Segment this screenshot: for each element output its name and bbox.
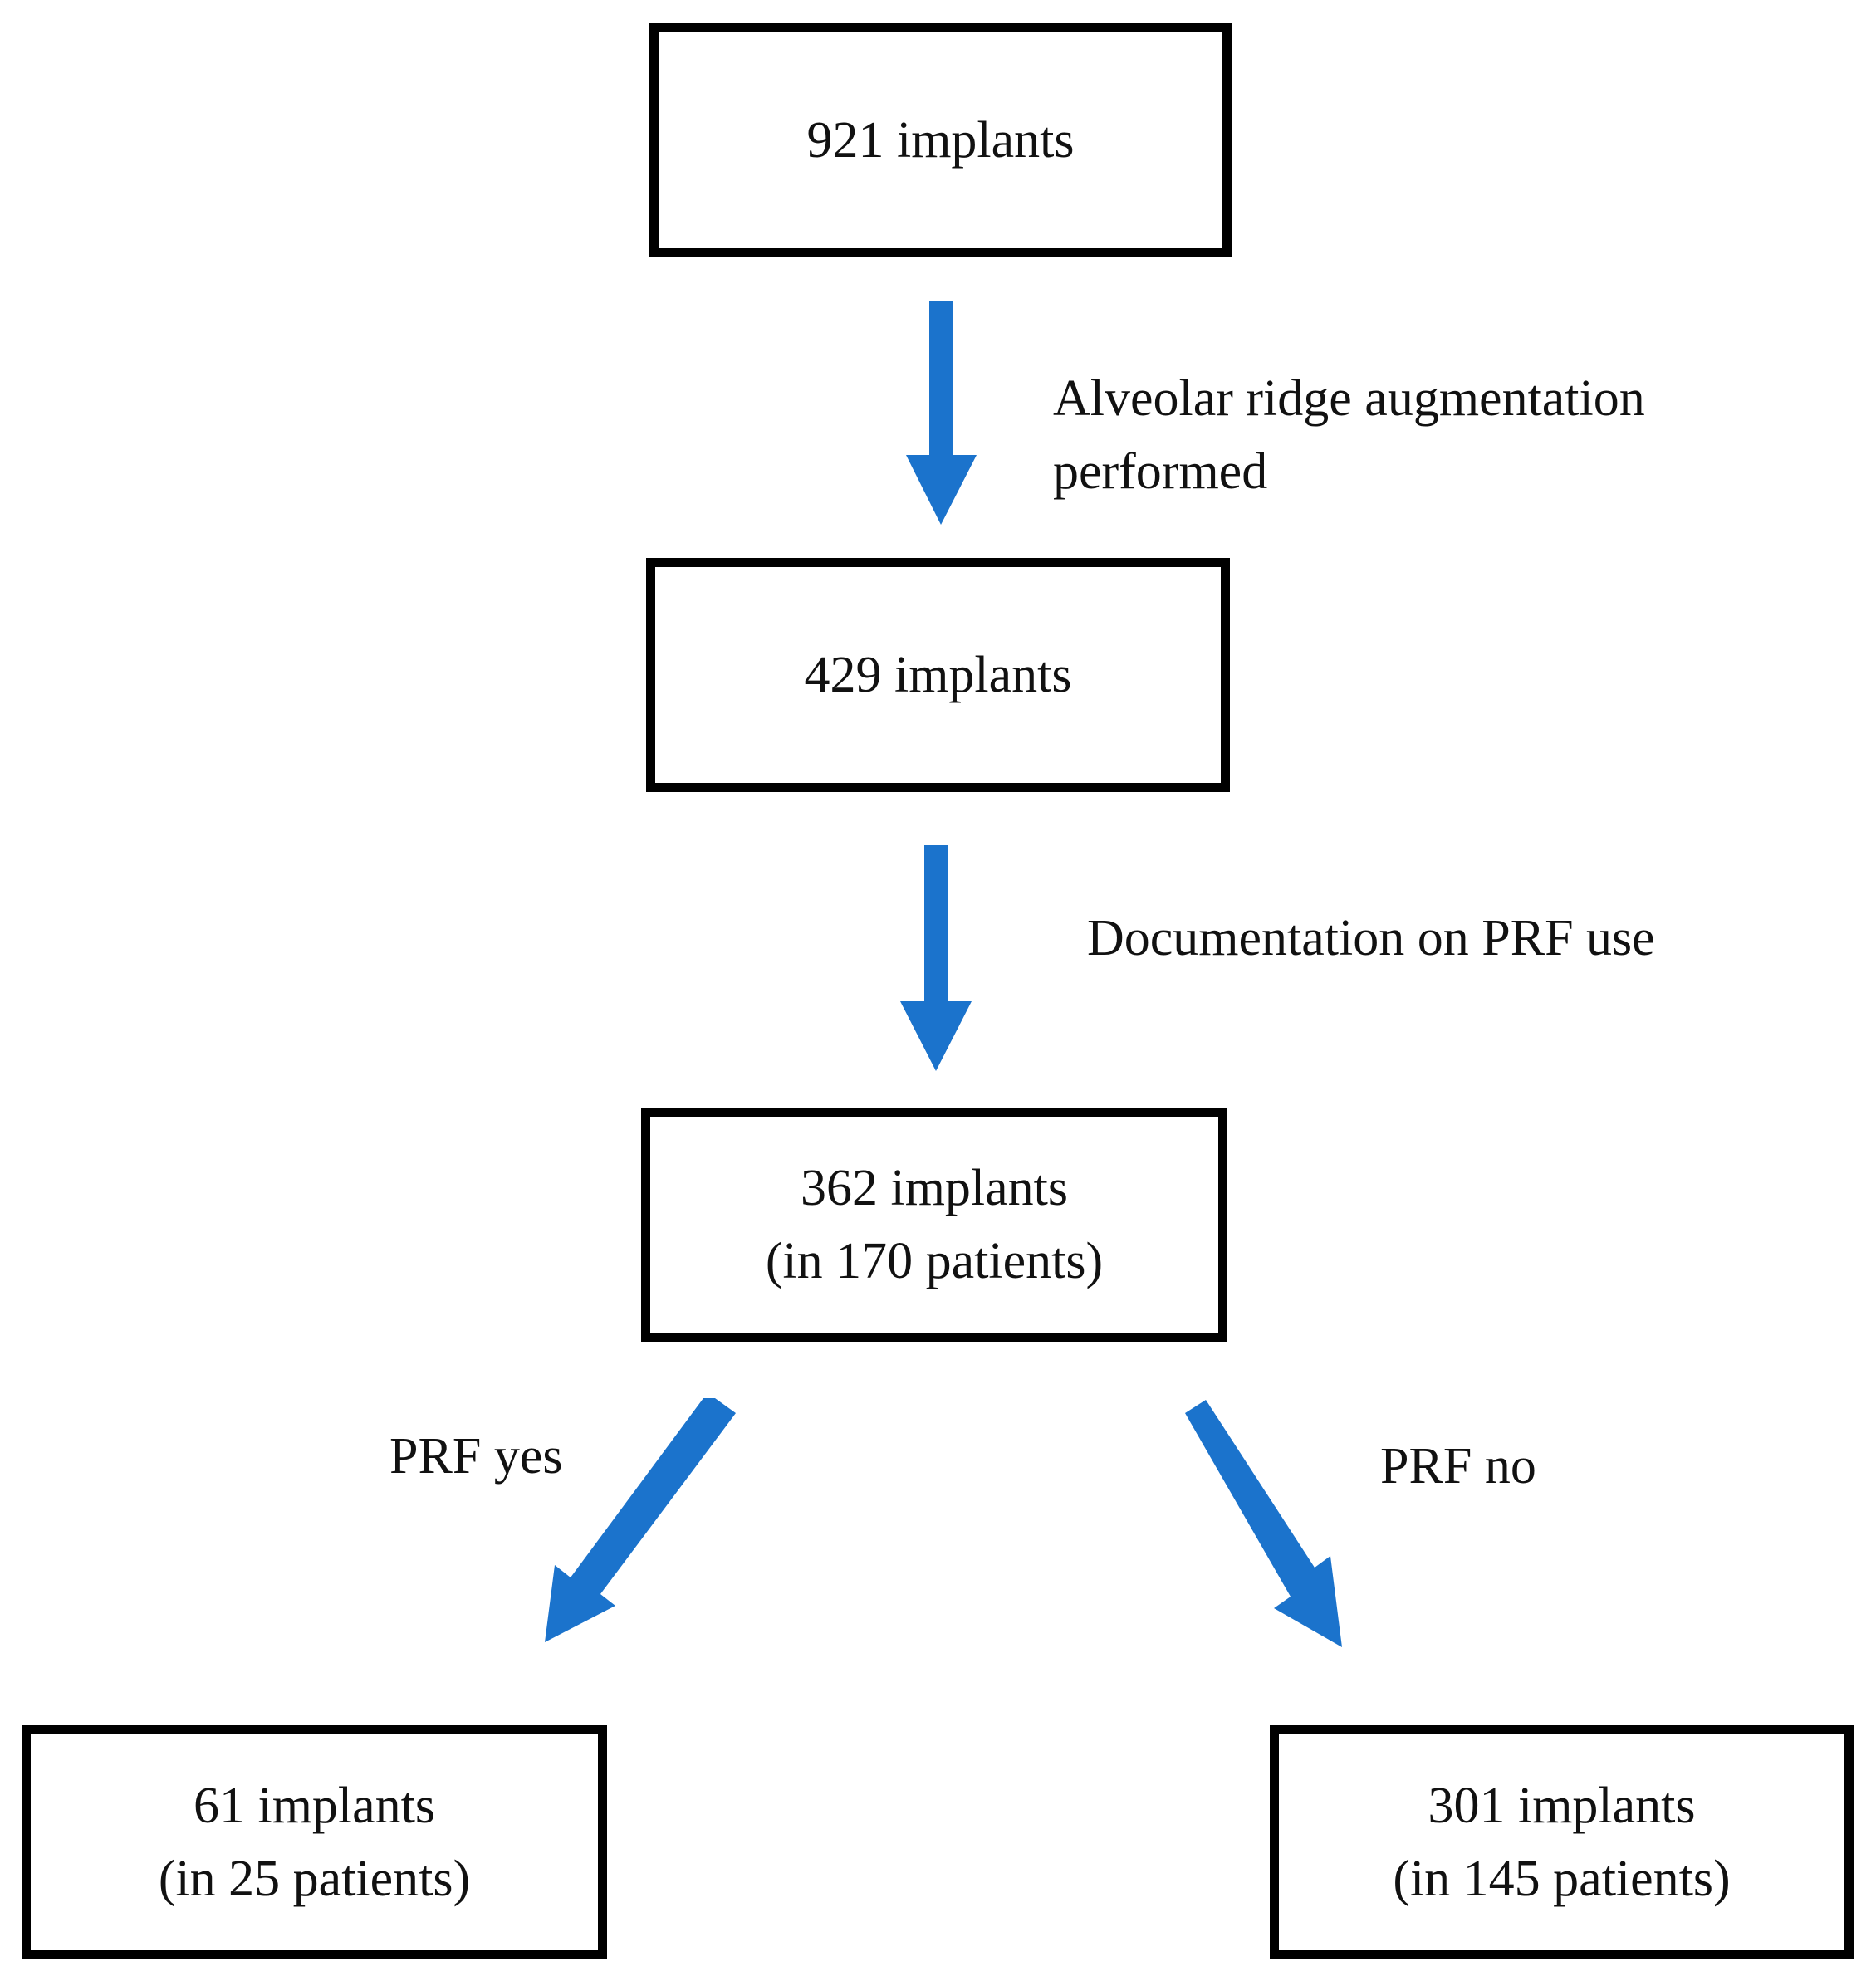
- label-step1-line1: Alveolar ridge augmentation: [1053, 370, 1645, 427]
- box-augmented-implants: 429 implants: [646, 558, 1230, 792]
- label-documentation-prf: Documentation on PRF use: [1087, 910, 1655, 966]
- box-prf-yes-implants: 61 implants (in 25 patients): [22, 1725, 607, 1959]
- label-prf-yes: PRF yes: [389, 1428, 563, 1485]
- arrow-down-2: [900, 845, 972, 1071]
- box-augmented-implants-text: 429 implants: [804, 647, 1072, 703]
- arrow-prf-no: [1185, 1400, 1342, 1647]
- box-documented-line2: (in 170 patients): [765, 1233, 1104, 1289]
- box-total-implants-text: 921 implants: [806, 112, 1075, 169]
- arrow-prf-yes: [545, 1398, 736, 1642]
- box-prf-yes-line2: (in 25 patients): [158, 1851, 471, 1907]
- box-prf-no-implants: 301 implants (in 145 patients): [1270, 1725, 1854, 1959]
- box-total-implants: 921 implants: [649, 23, 1232, 257]
- box-documented-implants: 362 implants (in 170 patients): [641, 1108, 1227, 1342]
- box-prf-no-line2: (in 145 patients): [1393, 1851, 1731, 1907]
- label-alveolar-ridge-augmentation: Alveolar ridge augmentation performed: [1053, 362, 1645, 508]
- label-step1-line2: performed: [1053, 443, 1268, 500]
- box-prf-no-line1: 301 implants: [1428, 1778, 1696, 1834]
- arrow-down-1: [906, 301, 977, 525]
- label-prf-no: PRF no: [1380, 1438, 1536, 1494]
- box-documented-line1: 362 implants: [800, 1160, 1069, 1216]
- box-prf-yes-line1: 61 implants: [193, 1778, 436, 1834]
